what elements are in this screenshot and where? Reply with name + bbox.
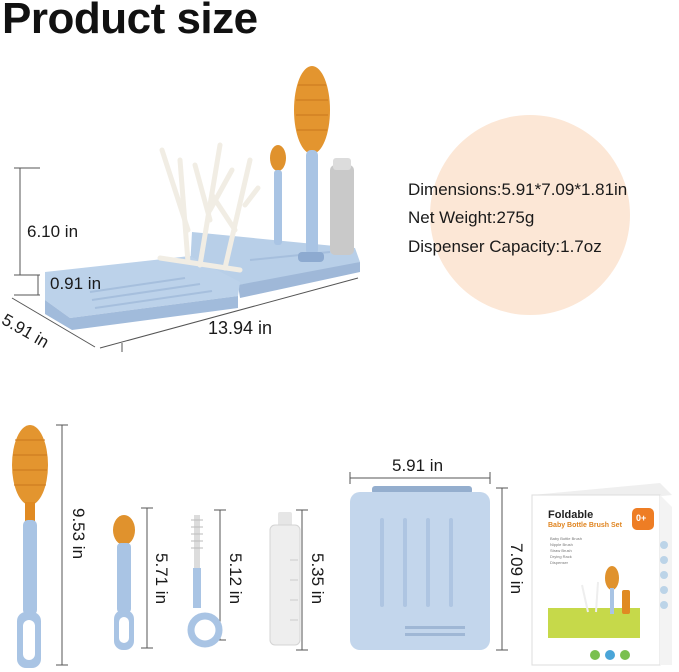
case-width-label: 5.91 in — [392, 456, 444, 475]
box-brand-line: Foldable — [548, 509, 594, 521]
tray-height-label: 0.91 in — [50, 274, 102, 293]
drying-rack — [45, 66, 360, 330]
box-content-item: Dispenser — [550, 560, 569, 565]
box-content-item: Nipple Brush — [550, 542, 573, 547]
rack-length-label: 13.94 in — [208, 318, 273, 338]
dispenser — [269, 512, 301, 646]
dispenser-length-label: 5.35 in — [308, 553, 327, 605]
box-product-line: Baby Bottle Brush Set — [548, 522, 622, 529]
box-content-item: Straw Brush — [550, 548, 572, 553]
bottle-brush — [12, 425, 48, 668]
box-content-item: Baby Bottle Brush — [550, 536, 583, 541]
spec-capacity: Dispenser Capacity:1.7oz — [408, 237, 602, 256]
box-contents-list: Baby Bottle Brush Nipple Brush Straw Bru… — [550, 536, 582, 566]
nipple-brush-length-label: 5.71 in — [152, 553, 171, 605]
spec-net-weight: Net Weight:275g — [408, 208, 535, 227]
straw-brush-length-label: 5.12 in — [226, 553, 245, 605]
rack-height-label: 6.10 in — [27, 222, 79, 241]
storage-case — [350, 486, 490, 650]
nipple-brush — [113, 515, 135, 650]
box-age-badge: 0+ — [636, 513, 647, 523]
page-title: Product size — [2, 0, 258, 43]
spec-dimensions: Dimensions:5.91*7.09*1.81in — [408, 180, 628, 199]
bottle-brush-length-label: 9.53 in — [69, 508, 88, 560]
straw-brush — [187, 515, 223, 648]
rack-dimension-lines — [11, 167, 359, 352]
retail-box — [531, 483, 672, 666]
box-content-item: Drying Rack — [550, 554, 572, 559]
specs-background-circle — [430, 115, 630, 315]
case-height-label: 7.09 in — [507, 543, 526, 595]
accessory-dimension-lines — [56, 424, 508, 666]
